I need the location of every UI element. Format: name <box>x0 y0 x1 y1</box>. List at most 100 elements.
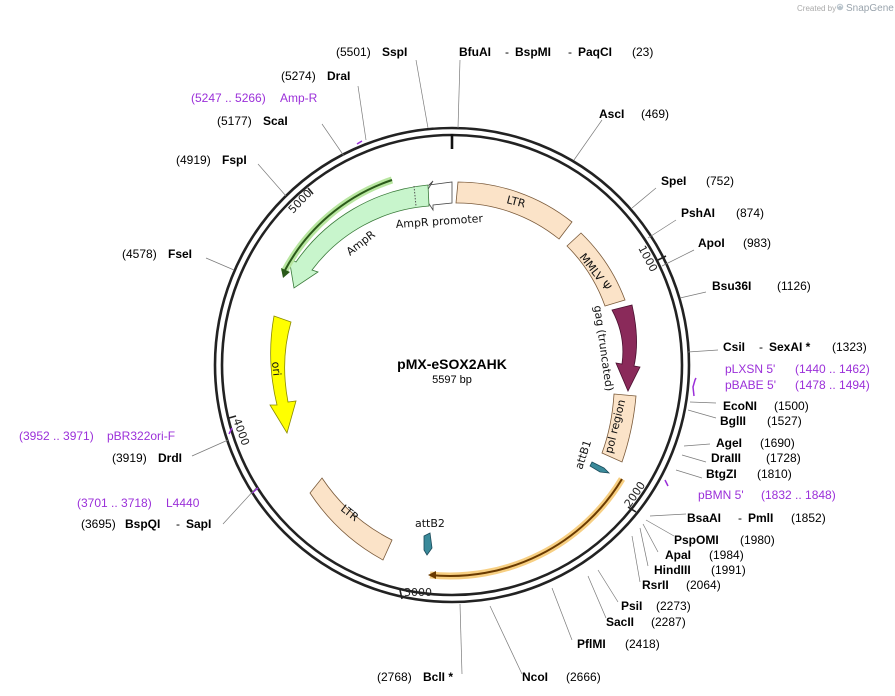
site-bspqi-sapi[interactable]: (3695) BspQI - SapI <box>81 517 211 531</box>
site-pshai[interactable]: PshAI (874) <box>681 206 764 220</box>
gag-label: gag (truncated) <box>591 305 616 392</box>
svg-text:pLXSN 5': pLXSN 5' <box>725 362 775 376</box>
svg-text:PsiI: PsiI <box>621 599 642 613</box>
svg-text:-: - <box>759 340 763 354</box>
feature-pol-region[interactable]: pol region <box>601 393 637 463</box>
svg-text:(1852): (1852) <box>791 511 826 525</box>
svg-text:ApaI: ApaI <box>665 548 691 562</box>
svg-text:HindIII: HindIII <box>654 563 691 577</box>
site-bsaai-pmli[interactable]: BsaAI - PmlI (1852) <box>687 511 826 525</box>
site-bcli[interactable]: (2768) BclI * <box>377 670 453 684</box>
svg-text:-: - <box>505 45 509 59</box>
primer-pbabe[interactable]: pBABE 5' (1478 .. 1494) <box>725 378 870 392</box>
site-drdi[interactable]: (3919) DrdI <box>112 451 182 465</box>
feature-ori[interactable]: ori <box>269 315 297 434</box>
svg-text:(1478 .. 1494): (1478 .. 1494) <box>795 378 870 392</box>
svg-text:DraIII: DraIII <box>711 451 741 465</box>
svg-text:(1832 .. 1848): (1832 .. 1848) <box>761 488 836 502</box>
plasmid-name: pMX-eSOX2AHK <box>397 356 507 372</box>
svg-text:L4440: L4440 <box>166 496 200 510</box>
svg-text:(1728): (1728) <box>766 451 801 465</box>
orf-arc-orange <box>428 477 625 580</box>
site-econi[interactable]: EcoNI (1500) <box>723 399 809 413</box>
site-sspi[interactable]: (5501) SspI <box>336 45 407 59</box>
site-ascI[interactable]: AscI (469) <box>599 107 669 121</box>
svg-text:(4919): (4919) <box>176 153 211 167</box>
svg-text:CsiI: CsiI <box>723 340 745 354</box>
primer-plxsn[interactable]: pLXSN 5' (1440 .. 1462) <box>725 362 870 376</box>
site-scai[interactable]: (5177) ScaI <box>217 114 288 128</box>
svg-text:AscI: AscI <box>599 107 624 121</box>
svg-text:PflMI: PflMI <box>577 637 606 651</box>
svg-text:(3701 .. 3718): (3701 .. 3718) <box>77 496 152 510</box>
svg-text:(5247 .. 5266): (5247 .. 5266) <box>191 91 266 105</box>
svg-text:(752): (752) <box>706 174 734 188</box>
svg-text:BspMI: BspMI <box>515 45 551 59</box>
svg-text:SpeI: SpeI <box>661 174 686 188</box>
plasmid-size: 5597 bp <box>432 374 472 386</box>
svg-text:SexAI *: SexAI * <box>769 340 811 354</box>
site-bsu36i[interactable]: Bsu36I (1126) <box>712 279 811 293</box>
snapgene-logo-icon <box>836 3 844 11</box>
site-bglii[interactable]: BglII (1527) <box>720 414 802 428</box>
svg-text:SacII: SacII <box>606 615 634 629</box>
primer-pbr322ori-f[interactable]: (3952 .. 3971) pBR322ori-F <box>19 429 175 443</box>
site-bfuai-bspmi-paqci[interactable]: BfuAI - BspMI - PaqCI (23) <box>459 45 653 59</box>
site-csii-sexai[interactable]: CsiI - SexAI * (1323) <box>723 340 867 354</box>
tick-3000: 3000 <box>399 586 432 600</box>
feature-ltr-top[interactable]: LTR <box>455 181 573 240</box>
svg-text:(1690): (1690) <box>760 436 795 450</box>
site-fspi[interactable]: (4919) FspI <box>176 153 247 167</box>
snapgene-brand: SnapGene <box>846 3 894 14</box>
primer-markers <box>228 140 697 494</box>
site-ncoi[interactable]: NcoI (2666) <box>522 670 601 684</box>
svg-text:(1980): (1980) <box>740 533 775 547</box>
site-sacii[interactable]: SacII (2287) <box>606 615 686 629</box>
site-fsei[interactable]: (4578) FseI <box>122 247 192 261</box>
orf-arc-green <box>280 176 394 278</box>
svg-text:(3695): (3695) <box>81 517 116 531</box>
site-pflmi[interactable]: PflMI (2418) <box>577 637 660 651</box>
feature-ampr-promoter[interactable]: AmpR promoter <box>395 180 484 231</box>
site-drai[interactable]: (5274) DraI <box>281 69 350 83</box>
leader-lines <box>191 59 719 675</box>
feature-ltr-bottom[interactable]: LTR <box>309 477 393 561</box>
svg-text:pBR322ori-F: pBR322ori-F <box>107 429 175 443</box>
site-btgzi[interactable]: BtgZI (1810) <box>706 467 792 481</box>
svg-text:FspI: FspI <box>222 153 247 167</box>
svg-text:(469): (469) <box>641 107 669 121</box>
svg-text:(23): (23) <box>632 45 653 59</box>
svg-text:(1126): (1126) <box>777 279 811 293</box>
svg-text:NcoI: NcoI <box>522 670 548 684</box>
site-draiii[interactable]: DraIII (1728) <box>711 451 801 465</box>
svg-text:Amp-R: Amp-R <box>280 91 318 105</box>
svg-text:4000: 4000 <box>230 417 252 448</box>
svg-text:(2287): (2287) <box>651 615 686 629</box>
feature-gag-truncated[interactable]: gag (truncated) <box>591 304 641 392</box>
created-by-label: Created by <box>797 4 836 13</box>
svg-text:BglII: BglII <box>720 414 746 428</box>
primer-l4440[interactable]: (3701 .. 3718) L4440 <box>77 496 200 510</box>
site-spei[interactable]: SpeI (752) <box>661 174 734 188</box>
svg-text:pBABE 5': pBABE 5' <box>725 378 776 392</box>
site-apoi[interactable]: ApoI (983) <box>698 236 771 250</box>
feature-attb2[interactable]: attB2 <box>415 517 445 556</box>
svg-text:ApoI: ApoI <box>698 236 725 250</box>
svg-text:(3919): (3919) <box>112 451 147 465</box>
site-psii[interactable]: PsiI (2273) <box>621 599 691 613</box>
svg-text:SspI: SspI <box>382 45 407 59</box>
svg-text:(1440 .. 1462): (1440 .. 1462) <box>795 362 870 376</box>
svg-text:ScaI: ScaI <box>263 114 288 128</box>
svg-text:(5274): (5274) <box>281 69 316 83</box>
site-agei[interactable]: AgeI (1690) <box>716 436 795 450</box>
svg-text:(1984): (1984) <box>709 548 744 562</box>
primer-amp-r[interactable]: (5247 .. 5266) Amp-R <box>191 91 318 105</box>
primer-pbmn[interactable]: pBMN 5' (1832 .. 1848) <box>698 488 836 502</box>
site-apai[interactable]: ApaI (1984) <box>665 548 744 562</box>
feature-mmlv-psi[interactable]: MMLV Ψ <box>566 232 626 307</box>
site-hindiii[interactable]: HindIII (1991) <box>654 563 746 577</box>
site-pspomi[interactable]: PspOMI (1980) <box>674 533 775 547</box>
site-rsrii[interactable]: RsrII (2064) <box>642 578 721 592</box>
svg-text:(2666): (2666) <box>566 670 601 684</box>
